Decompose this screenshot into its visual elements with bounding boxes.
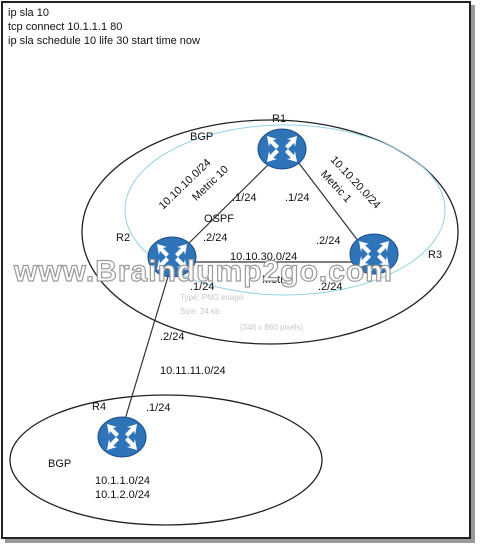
bottom-network-1: 10.1.1.0/24 [95,475,150,487]
top-bgp-label: BGP [190,131,213,143]
r2-if-to-r1: .2/24 [203,232,227,244]
router-r3-label: R3 [428,249,442,261]
ghost-line-2: Size: 24 kb [180,307,220,316]
bottom-bgp-label: BGP [48,458,71,470]
ospf-label: OSPF [204,213,234,225]
router-r1-icon[interactable] [257,128,307,170]
router-r1-label: R1 [272,113,286,125]
r3-if-to-r1: .2/24 [316,235,340,247]
link-r2-r3-network: 10.10.30.0/24 [230,251,297,263]
r1-if-to-r2: .1/24 [232,192,256,204]
ghost-line-3: (348 x 860 pixels) [240,323,303,332]
r2-if-to-r4: .2/24 [160,331,184,343]
r3-if-to-r2: .2/24 [318,281,342,293]
bottom-domain-ellipse [9,394,323,526]
top-domain-ellipse [81,119,459,345]
link-r1-r3 [294,157,366,251]
config-line-2: tcp connect 10.1.1.1 80 [8,21,123,33]
config-text: ip sla 10 tcp connect 10.1.1.1 80 ip sla… [8,6,200,48]
ghost-line-1: Type: PNG image [180,293,244,302]
bottom-network-2: 10.1.2.0/24 [95,489,150,501]
inner-ring [124,124,446,296]
watermark: www.Braindump2go.com [13,255,393,288]
router-r4-icon[interactable] [97,416,147,458]
config-line-1: ip sla 10 [8,7,49,19]
link-r1-r2 [181,157,276,251]
r4-if-to-r2: .1/24 [146,402,170,414]
r2-if-to-r3: .1/24 [190,281,214,293]
r1-if-to-r3: .1/24 [285,192,309,204]
diagram-frame [1,1,471,539]
router-r2-label: R2 [116,232,130,244]
link-r2-r3-metric: Metr [262,274,284,286]
config-line-3: ip sla schedule 10 life 30 start time no… [8,35,200,47]
link-r2-r4-network: 10.11.11.0/24 [160,365,226,377]
router-r4-label: R4 [92,401,106,413]
link-r2-r4 [119,269,171,437]
